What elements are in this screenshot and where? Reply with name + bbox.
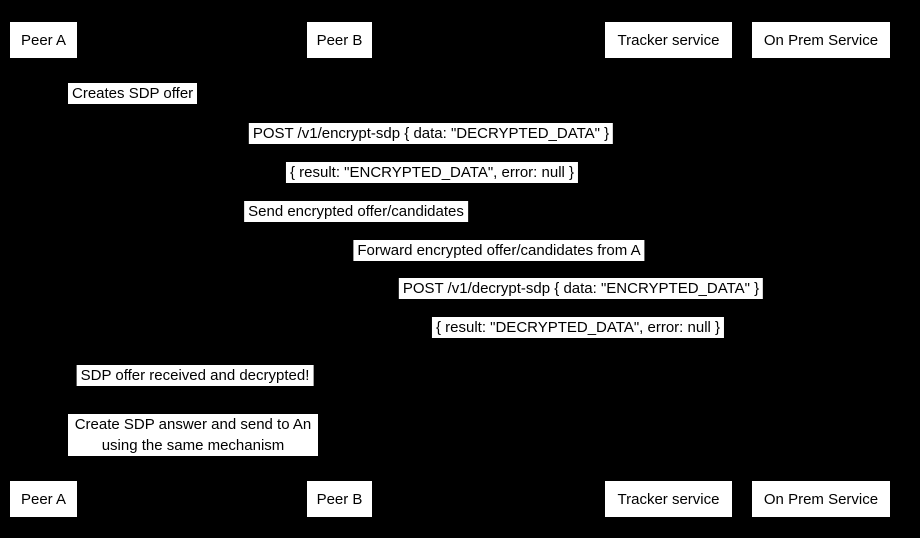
participant-label: Peer B — [316, 31, 363, 49]
message-decrypt-result: { result: "DECRYPTED_DATA", error: null … — [431, 317, 725, 338]
participant-label: On Prem Service — [763, 490, 879, 508]
note-line-2: using the same mechanism — [101, 437, 285, 454]
participant-peer-a-top: Peer A — [10, 22, 77, 58]
message-post-decrypt-sdp: POST /v1/decrypt-sdp { data: "ENCRYPTED_… — [398, 278, 764, 299]
participant-tracker-service-bottom: Tracker service — [605, 481, 732, 517]
message-creates-sdp-offer: Creates SDP offer — [68, 83, 198, 104]
participant-label: Peer A — [20, 490, 67, 508]
message-post-encrypt-sdp: POST /v1/encrypt-sdp { data: "DECRYPTED_… — [248, 123, 614, 144]
participant-peer-a-bottom: Peer A — [10, 481, 77, 517]
participant-label: Tracker service — [617, 31, 720, 49]
participant-tracker-service-top: Tracker service — [605, 22, 732, 58]
participant-peer-b-top: Peer B — [307, 22, 372, 58]
participant-peer-b-bottom: Peer B — [307, 481, 372, 517]
note-line-1: Create SDP answer and send to An — [74, 416, 312, 433]
note-create-sdp-answer: Create SDP answer and send to An using t… — [68, 414, 318, 456]
message-encrypt-result: { result: "ENCRYPTED_DATA", error: null … — [285, 162, 579, 183]
message-sdp-offer-received: SDP offer received and decrypted! — [76, 365, 314, 386]
participant-label: Peer A — [20, 31, 67, 49]
participant-label: Tracker service — [617, 490, 720, 508]
participant-on-prem-service-top: On Prem Service — [752, 22, 890, 58]
participant-on-prem-service-bottom: On Prem Service — [752, 481, 890, 517]
participant-label: On Prem Service — [763, 31, 879, 49]
participant-label: Peer B — [316, 490, 363, 508]
message-send-encrypted-offer: Send encrypted offer/candidates — [244, 201, 468, 222]
message-forward-encrypted-offer: Forward encrypted offer/candidates from … — [353, 240, 645, 261]
